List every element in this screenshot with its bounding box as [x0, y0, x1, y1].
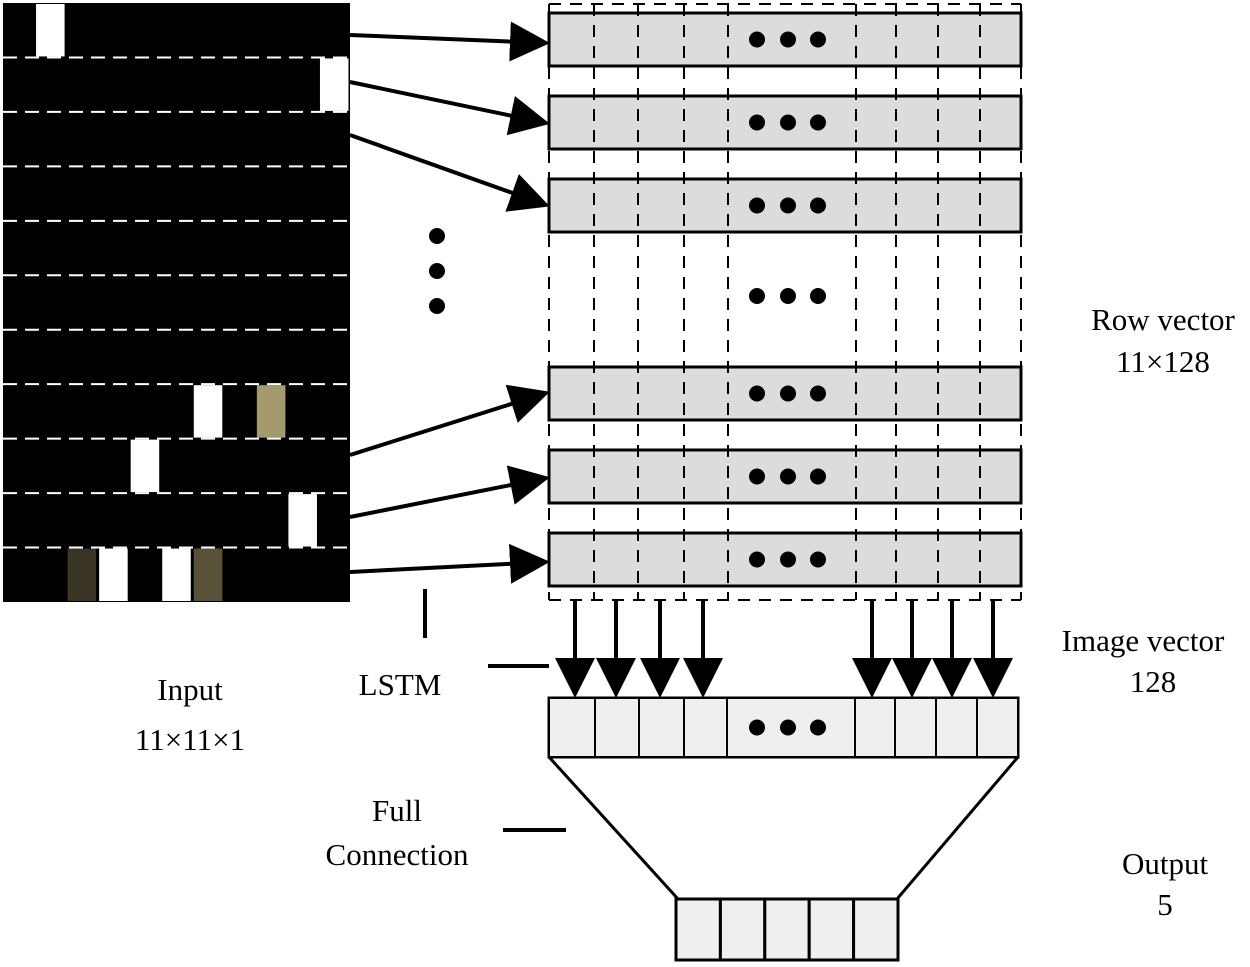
row-vector — [547, 94, 1023, 151]
row-stack-ellipsis — [749, 288, 826, 304]
ellipsis-dot — [749, 31, 765, 48]
image-vector — [547, 696, 1020, 759]
ellipsis-dot — [749, 719, 765, 736]
image-vector-cell — [894, 697, 937, 758]
output-size: 5 — [1157, 887, 1173, 922]
ellipsis-dot — [749, 385, 765, 402]
input-pixel — [193, 548, 223, 601]
lstm-label: LSTM — [358, 667, 442, 702]
image-vector-cell — [548, 697, 596, 758]
input-pixel — [67, 548, 97, 601]
input-pixel-group — [36, 4, 349, 601]
row-vectors — [547, 11, 1023, 588]
input-size: 11×11×1 — [134, 722, 246, 757]
label-connector-lines — [423, 589, 566, 832]
ellipsis-dot — [749, 114, 765, 131]
full-connection-label-line-1: Full — [372, 793, 422, 828]
output-cell — [718, 897, 767, 962]
row-vector — [547, 365, 1023, 422]
ellipsis-dot — [810, 551, 826, 568]
image-vector-cell — [683, 697, 728, 758]
input-pixel — [162, 548, 191, 601]
image-vector-cell — [976, 697, 1019, 758]
input-row-dividers — [3, 56, 350, 549]
row-vector-title: Row vector — [1091, 302, 1235, 337]
row-arrow — [349, 133, 550, 212]
row-vector — [547, 11, 1023, 68]
ellipsis-dot — [429, 263, 445, 279]
ellipsis-dot — [780, 288, 796, 304]
ellipsis-dot — [780, 468, 796, 485]
row-arrow — [349, 384, 550, 457]
ellipsis-dot — [429, 228, 445, 244]
ellipsis-dot — [749, 197, 765, 214]
ellipsis-dot — [749, 551, 765, 568]
ellipsis-dot — [780, 31, 796, 48]
full-connection-label-line-2: Connection — [325, 837, 469, 872]
full-connection-shape — [547, 755, 1020, 901]
output-cell — [807, 897, 856, 962]
ellipsis-dot — [810, 719, 826, 736]
ellipsis-dot — [749, 468, 765, 485]
row-arrow — [349, 543, 550, 584]
input-pixel — [99, 548, 128, 601]
input-pixel — [193, 385, 223, 438]
row-vector — [547, 177, 1023, 234]
fc-right-edge — [895, 756, 1020, 900]
input-pixel — [130, 439, 160, 493]
ellipsis-dot — [810, 288, 826, 304]
row-vector — [547, 531, 1023, 588]
input-title: Input — [157, 672, 223, 707]
row-arrow — [349, 80, 550, 136]
image-vector-size: 128 — [1129, 664, 1177, 699]
ellipsis-dot — [780, 719, 796, 736]
ellipsis-dot — [429, 298, 445, 314]
ellipsis-dot — [810, 114, 826, 131]
image-vector-title: Image vector — [1061, 623, 1225, 658]
ellipsis-dot — [749, 288, 765, 304]
row-arrow — [349, 465, 550, 519]
feature-column-dashes — [548, 3, 1022, 601]
ellipsis-dot — [780, 197, 796, 214]
output-vector — [674, 897, 900, 962]
fc-left-edge — [547, 755, 680, 901]
output-cell — [763, 897, 811, 962]
input-pixel — [36, 4, 65, 57]
input-pixel — [256, 385, 286, 438]
output-cell — [852, 897, 900, 962]
ellipsis-dot — [810, 197, 826, 214]
ellipsis-dot — [780, 385, 796, 402]
image-vector-cell — [638, 697, 685, 758]
row-vector-size: 11×128 — [1116, 344, 1210, 379]
output-cell — [674, 897, 722, 962]
input-pixel — [319, 58, 349, 111]
vertical-ellipsis — [429, 228, 445, 314]
ellipsis-dot — [810, 385, 826, 402]
image-vector-cell — [594, 697, 640, 758]
lstm-output-arrows — [555, 600, 1013, 698]
input-pixel — [288, 494, 317, 547]
row-arrow — [349, 21, 550, 62]
input-image — [3, 3, 350, 602]
ellipsis-dot — [810, 468, 826, 485]
row-mapping-arrows — [349, 21, 550, 584]
row-vector — [547, 448, 1023, 505]
ellipsis-dot — [810, 31, 826, 48]
ellipsis-dot — [780, 551, 796, 568]
image-vector-cell — [854, 697, 896, 758]
ellipsis-dot — [780, 114, 796, 131]
output-title: Output — [1121, 846, 1209, 881]
image-vector-cell — [935, 697, 978, 758]
